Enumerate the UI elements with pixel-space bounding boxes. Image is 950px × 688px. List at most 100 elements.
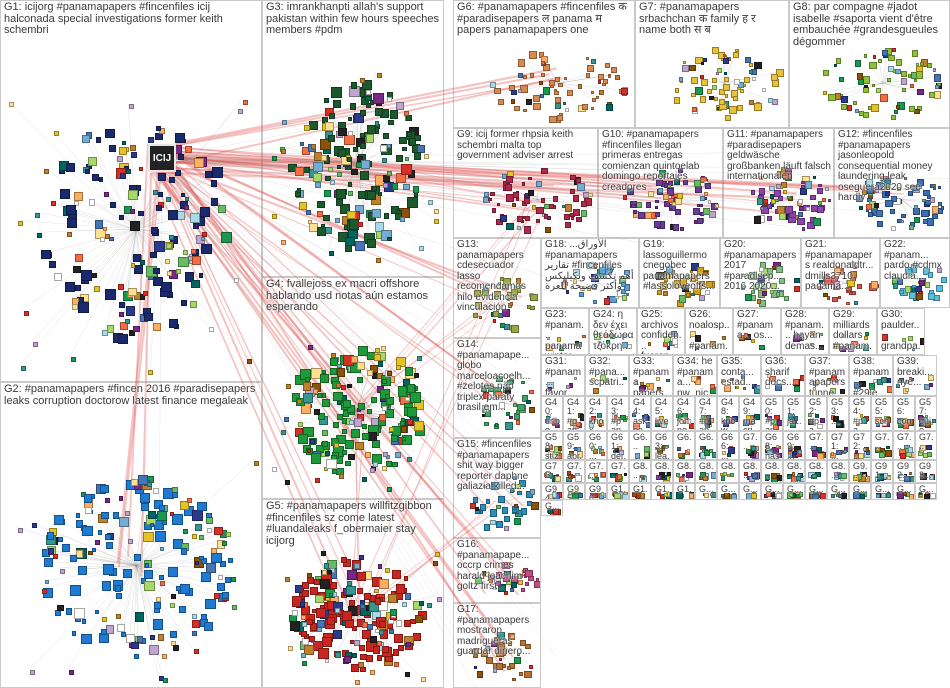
group-g83[interactable]: G8... xyxy=(695,460,717,483)
group-g112[interactable]: G... xyxy=(541,500,563,516)
group-g3[interactable]: G3: imrankhanpti allah's support pakista… xyxy=(262,0,444,277)
group-g14[interactable]: G14: #panamapape... globo marceloacoelh.… xyxy=(453,338,541,438)
group-g85[interactable]: G8... xyxy=(739,460,761,483)
group-g6[interactable]: G6: #panamapapers #fincenfiles क #paradi… xyxy=(453,0,635,128)
group-g86[interactable]: G8... xyxy=(761,460,783,483)
group-g81[interactable]: G8... xyxy=(651,460,673,483)
group-g92[interactable]: G92... xyxy=(893,460,915,483)
group-g15[interactable]: G15: #fincenfiles #panamapapers shit way… xyxy=(453,438,541,538)
group-g5[interactable]: G5: #panamapapers willfitzgibbon #fincen… xyxy=(262,499,444,688)
group-g109[interactable]: G... xyxy=(871,483,893,500)
group-g25[interactable]: G25: archivos confiden... fueron... xyxy=(637,308,685,355)
group-g104[interactable]: G... xyxy=(761,483,783,500)
group-g19[interactable]: G19: lassoguillermo cnegobec panamapaper… xyxy=(639,238,720,308)
group-g11[interactable]: G11: #panamapapers #paradisepapers geldw… xyxy=(723,128,834,238)
group-g78[interactable]: G7... xyxy=(585,460,607,483)
group-g107[interactable]: G... xyxy=(827,483,849,500)
group-g110[interactable]: G... xyxy=(893,483,915,500)
group-g93[interactable]: G93... xyxy=(915,460,937,483)
group-g46[interactable]: G46: johne... xyxy=(673,396,695,431)
group-g56[interactable]: G56: con... xyxy=(893,396,915,431)
group-g45[interactable]: G45: live... xyxy=(651,396,673,431)
group-g90[interactable]: G9... xyxy=(849,460,871,483)
group-g70[interactable]: G7... xyxy=(805,431,827,460)
group-g64[interactable]: G6... xyxy=(673,431,695,460)
group-g44[interactable]: G44: askea... xyxy=(629,396,651,431)
group-g48[interactable]: G48: know... xyxy=(717,396,739,431)
group-g35[interactable]: G35: conta... estad... xyxy=(717,355,761,396)
group-g68[interactable]: G68: has... xyxy=(761,431,783,460)
group-g55[interactable]: G55: sch... xyxy=(871,396,893,431)
group-g1[interactable]: G1: icijorg #panamapapers #fincenfiles i… xyxy=(0,0,262,382)
group-g59[interactable]: G59: apr... xyxy=(563,431,585,460)
group-g10[interactable]: G10: #panamapapers #fincenfiles llegan p… xyxy=(598,128,723,238)
group-g72[interactable]: G72: ... xyxy=(849,431,871,460)
group-g66[interactable]: G66: ... xyxy=(717,431,739,460)
group-g95[interactable]: G95... xyxy=(563,483,585,500)
group-g91[interactable]: G91... xyxy=(871,460,893,483)
group-g97[interactable]: G1... xyxy=(607,483,629,500)
group-g111[interactable]: G... xyxy=(915,483,937,500)
group-g101[interactable]: G... xyxy=(695,483,717,500)
group-g40[interactable]: G40: uribe pana... xyxy=(541,396,563,431)
group-g13[interactable]: G13: panamapapers cdesecuador lasso reco… xyxy=(453,238,541,338)
group-g76[interactable]: G76: ... xyxy=(541,460,563,483)
group-g52[interactable]: G52: #pa... xyxy=(805,396,827,431)
group-g79[interactable]: G7... xyxy=(607,460,629,483)
group-g99[interactable]: G1... xyxy=(651,483,673,500)
group-g89[interactable]: G8... xyxy=(827,460,849,483)
group-g102[interactable]: G... xyxy=(717,483,739,500)
group-g26[interactable]: G26: noalosp... #panam... estuvier... xyxy=(685,308,733,355)
group-g43[interactable]: G43: #pana... xyxy=(607,396,629,431)
group-g20[interactable]: G20: #panamapapers 2017 #paradisep... 20… xyxy=(720,238,801,308)
group-g16[interactable]: G16: #panamapape... occrp crimes harald … xyxy=(453,538,541,603)
group-g39[interactable]: G39: breaki... nye... xyxy=(893,355,937,396)
group-g41[interactable]: G41: #pana... #rdc... xyxy=(563,396,585,431)
group-g58[interactable]: G58: stizu... xyxy=(541,431,563,460)
group-g67[interactable]: G7... xyxy=(739,431,761,460)
group-g61[interactable]: G61: der... xyxy=(607,431,629,460)
group-g96[interactable]: G96... xyxy=(585,483,607,500)
group-g24[interactable]: G24: η δεν έχει θεόδωρα τζόκρη... xyxy=(589,308,637,355)
group-g36[interactable]: G36: sharif docs... xyxy=(761,355,805,396)
group-g103[interactable]: G... xyxy=(739,483,761,500)
group-g50[interactable]: G50: #pan... xyxy=(761,396,783,431)
group-g108[interactable]: G... xyxy=(849,483,871,500)
group-g98[interactable]: G1... xyxy=(629,483,651,500)
icij-logo-node[interactable]: ICIJ xyxy=(148,144,176,172)
group-g73[interactable]: G7... xyxy=(871,431,893,460)
group-g57[interactable]: G57: quie... xyxy=(915,396,937,431)
group-g49[interactable]: G49: macri... xyxy=(739,396,761,431)
group-g80[interactable]: G8... xyxy=(629,460,651,483)
group-g88[interactable]: G8... xyxy=(805,460,827,483)
group-g7[interactable]: G7: #panamapapers srbachchan क family ह … xyxy=(635,0,789,128)
group-g27[interactable]: G27: #panama... os... xyxy=(733,308,781,355)
group-g74[interactable]: G7... xyxy=(893,431,915,460)
group-g54[interactable]: G54: #pa... xyxy=(849,396,871,431)
group-g63[interactable]: G63: lea... xyxy=(651,431,673,460)
group-g94[interactable]: G94... xyxy=(541,483,563,500)
group-g18[interactable]: G18: ...الأوراق #panamapapers تقارير #fi… xyxy=(541,238,639,308)
group-g38[interactable]: G38: #panam... #29le... xyxy=(849,355,893,396)
group-g17[interactable]: G17: #panamapapers mostraron madrigueras… xyxy=(453,603,541,688)
group-g105[interactable]: G... xyxy=(783,483,805,500)
group-g4[interactable]: G4: fvallejoss ex macri offshore habland… xyxy=(262,277,444,499)
group-g23[interactable]: G23: #panam... panama winter watched... xyxy=(541,308,589,355)
group-g37[interactable]: G37: #panamapapers tunne... club... xyxy=(805,355,849,396)
group-g30[interactable]: G30: paulder... grandpa... xyxy=(877,308,925,355)
group-g28[interactable]: G28: #panam... hayan demas... xyxy=(781,308,829,355)
group-g69[interactable]: G69: ... xyxy=(783,431,805,460)
group-g65[interactable]: G6... xyxy=(695,431,717,460)
group-g32[interactable]: G32: #pana... scpatri... xyxy=(585,355,629,396)
group-g2[interactable]: G2: #panamapapers #fincen 2016 #paradise… xyxy=(0,382,262,688)
group-g47[interactable]: G47: #pan... xyxy=(695,396,717,431)
group-g8[interactable]: G8: par compagne #jadot isabelle #saport… xyxy=(789,0,950,128)
group-g87[interactable]: G8... xyxy=(783,460,805,483)
group-g77[interactable]: G7... xyxy=(563,460,585,483)
group-g100[interactable]: G1... xyxy=(673,483,695,500)
group-g42[interactable]: G42: knox... xyxy=(585,396,607,431)
group-g106[interactable]: G... xyxy=(805,483,827,500)
group-g12[interactable]: G12: #fincenfiles #panamapapers jasonleo… xyxy=(834,128,950,238)
group-g22[interactable]: G22: #panam... pardo #cdmx claudia... xyxy=(880,238,950,308)
group-g60[interactable]: G60: ... xyxy=(585,431,607,460)
